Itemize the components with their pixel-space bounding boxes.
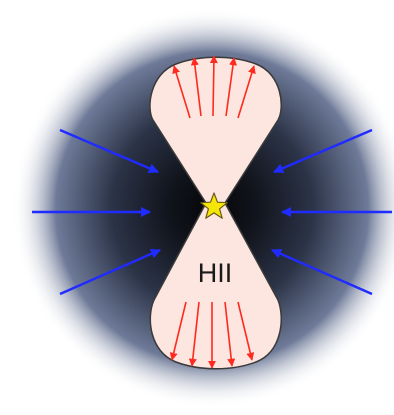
hii-region-label: HII [198,258,233,288]
outflow-arrow [213,56,214,116]
